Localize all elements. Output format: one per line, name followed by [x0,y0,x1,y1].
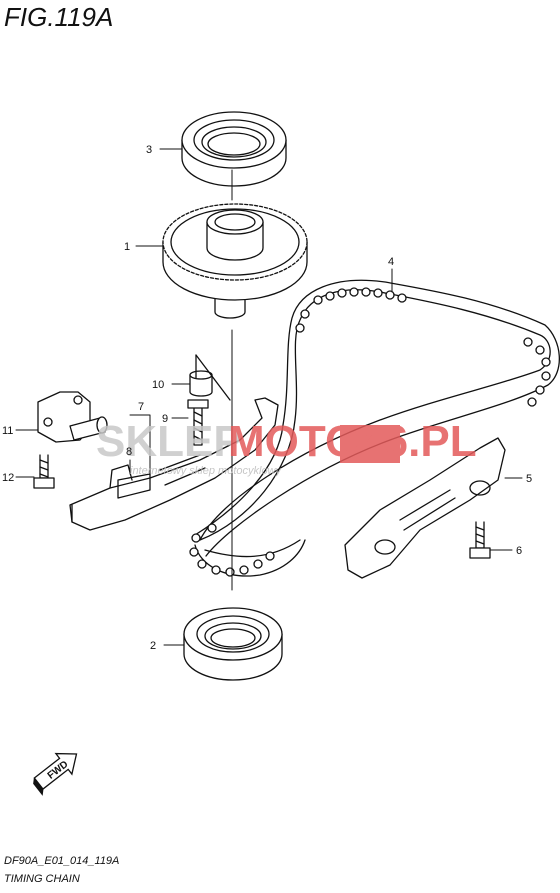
watermark-text-gray: SKLEP [96,417,243,466]
tensioner-bolt [187,399,209,446]
figure-title: FIG.119A [4,2,114,32]
chain-guide [344,437,506,579]
callout-12: 12 [2,472,14,484]
callout-6: 6 [516,545,522,557]
caption-code: DF90A_E01_014_119A [4,855,120,867]
upper-bearing [181,111,287,187]
callout-3: 3 [146,144,152,156]
gear [162,203,308,319]
chain-links [189,287,551,577]
callout-5: 5 [526,473,532,485]
caption-name: TIMING CHAIN [4,873,80,885]
watermark: SKLEP MOTO46.PL internetowy sklep motocy… [96,417,477,477]
callout-leaders [15,148,523,646]
callout-numbers: 3 1 2 4 5 6 7 8 9 10 11 12 [2,144,532,652]
callout-1: 1 [124,241,130,253]
guide-bolt [469,521,491,559]
watermark-text-red: MOTO46.PL [228,417,477,466]
forward-arrow: FWD [33,752,78,796]
callout-8: 8 [126,446,132,458]
chain-adjuster [37,391,108,443]
callout-9: 9 [162,413,168,425]
callout-10: 10 [152,379,164,391]
callout-4: 4 [388,256,394,268]
lower-bearing [183,607,283,681]
bushing [189,354,231,401]
callout-7: 7 [138,401,144,413]
watermark-subtext: internetowy sklep motocyklowy [130,465,283,477]
callout-11: 11 [2,425,13,437]
adjuster-bolt [33,454,55,489]
callout-2: 2 [150,640,156,652]
